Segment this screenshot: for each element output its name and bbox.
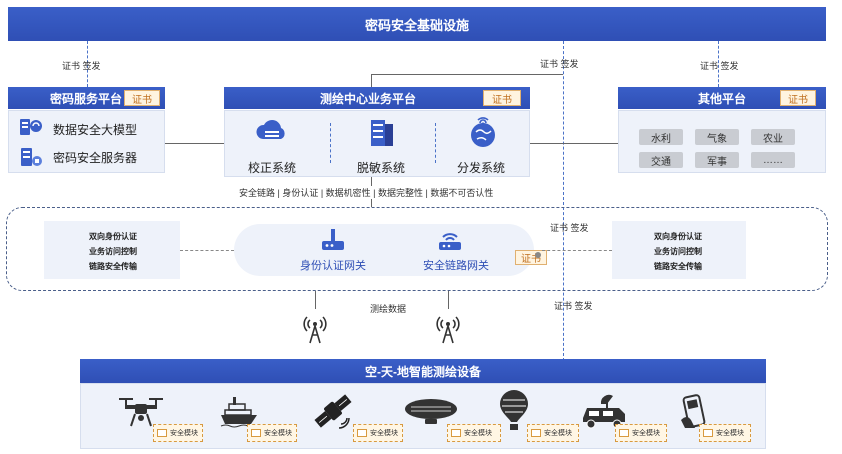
domain-chip-1: 气象 [695,129,739,145]
connector-v-center [371,74,372,88]
dash-gateways-right [542,250,612,251]
right-cert-label: 证书 [788,94,808,106]
connector-left-center [165,143,224,144]
domain-chip-5: …… [751,152,795,168]
router-icon-0 [320,226,346,252]
security-module-2: 安全模块 [353,424,403,442]
ship-icon [219,394,259,428]
cert-issue-label-left: 证书 签发 [62,61,101,71]
domain-chip-4: 军事 [695,152,739,168]
top-bar: 密码安全基础设施 [8,7,826,41]
bottom-bar-title: 空-天-地智能测绘设备 [365,364,481,379]
left-platform-title: 密码服务平台 [50,91,123,106]
drone-icon [117,392,165,430]
domain-chip-0: 水利 [639,129,683,145]
right-service-1: 业务访问控制 [654,247,702,256]
handheld-device-icon [677,390,713,432]
cert-line-center [563,41,564,361]
center-platform-cert-badge: 证书 [483,90,521,106]
right-service-0: 双向身份认证 [654,232,702,241]
database-server-icon [365,117,399,149]
module-label-4: 安全模块 [544,430,572,437]
system-divider-1 [330,123,331,163]
security-module-4: 安全模块 [527,424,579,442]
cert-line-left [87,41,88,87]
left-services-list: 双向身份认证 业务访问控制 链路安全传输 [89,229,137,274]
domain-chip-3: 交通 [639,152,683,168]
left-cert-label: 证书 [132,94,152,106]
gateways-panel: 身份认证网关 安全链路网关 [234,224,534,276]
model-icon [18,117,44,137]
cert-issue-label-right: 证书 签发 [700,61,739,71]
right-platform-header: 其他平台 [618,87,826,109]
link-line-0 [315,291,316,309]
center-cert-label: 证书 [492,94,512,106]
cert-issue-label-bottom: 证书 签发 [554,301,593,311]
wifi-router-icon [436,228,464,252]
left-platform-panel: 数据安全大模型 密码安全服务器 [8,110,165,173]
antenna-icon-0 [301,311,329,345]
server-icon [18,146,44,168]
gateway-cert-label: 证书 [521,254,541,265]
globe-signal-icon [467,115,499,149]
right-services-list: 双向身份认证 业务访问控制 链路安全传输 [654,229,702,274]
system-0: 校正系统 [248,161,297,175]
module-label-1: 安全模块 [264,430,292,437]
arrow-left-icon [534,246,542,258]
module-label-2: 安全模块 [370,430,398,437]
center-platform-title: 测绘中心业务平台 [320,91,417,106]
left-services-panel: 双向身份认证 业务访问控制 链路安全传输 [44,221,180,279]
dash-left-gateways [180,250,234,251]
module-label-0: 安全模块 [170,430,198,437]
top-bar-title: 密码安全基础设施 [364,17,469,33]
system-1: 脱敏系统 [357,161,406,175]
right-platform-title: 其他平台 [698,91,747,106]
security-module-0: 安全模块 [153,424,203,442]
connector-h-center [371,74,563,75]
right-services-panel: 双向身份认证 业务访问控制 链路安全传输 [612,221,746,279]
security-module-6: 安全模块 [699,424,751,442]
link-line-1 [448,291,449,309]
gateway-1: 安全链路网关 [423,260,489,272]
module-label-3: 安全模块 [464,430,492,437]
left-item-1: 密码安全服务器 [53,151,138,165]
left-service-0: 双向身份认证 [89,232,137,241]
right-platform-cert-badge: 证书 [780,90,816,106]
survey-data-label: 测绘数据 [370,304,407,314]
right-service-2: 链路安全传输 [654,262,702,271]
cloud-icon [255,117,289,147]
system-divider-2 [435,123,436,163]
center-platform-header: 测绘中心业务平台 [224,87,530,109]
gateway-zone [6,207,828,291]
system-2: 分发系统 [457,161,506,175]
gateway-cert-badge: 证书 [515,250,547,265]
gateway-0: 身份认证网关 [300,260,366,272]
balloon-icon [497,388,531,432]
cert-issue-label-gateway: 证书 签发 [550,223,589,233]
security-module-5: 安全模块 [615,424,667,442]
airship-icon [403,396,461,428]
cert-issue-label-center: 证书 签发 [540,59,579,69]
devices-panel: 安全模块 安全模块 安全模块 安全模块 [80,383,766,449]
bottom-bar: 空-天-地智能测绘设备 [80,359,766,383]
module-label-5: 安全模块 [632,430,660,437]
security-module-1: 安全模块 [247,424,297,442]
left-item-0: 数据安全大模型 [53,123,138,137]
security-module-3: 安全模块 [447,424,501,442]
right-platform-panel: 水利 气象 农业 交通 军事 …… [618,110,826,173]
satellite-icon [311,390,355,432]
module-label-6: 安全模块 [716,430,744,437]
left-platform-cert-badge: 证书 [124,90,160,106]
security-features: 安全链路 | 身份认证 | 数据机密性 | 数据完整性 | 数据不可否认性 [237,186,496,199]
left-service-2: 链路安全传输 [89,262,137,271]
connector-center-right [530,143,618,144]
cert-line-right [718,41,719,87]
center-platform-panel: 校正系统 脱敏系统 分发系统 [224,110,530,177]
left-service-1: 业务访问控制 [89,247,137,256]
antenna-icon-1 [434,311,462,345]
domain-chip-2: 农业 [751,129,795,145]
